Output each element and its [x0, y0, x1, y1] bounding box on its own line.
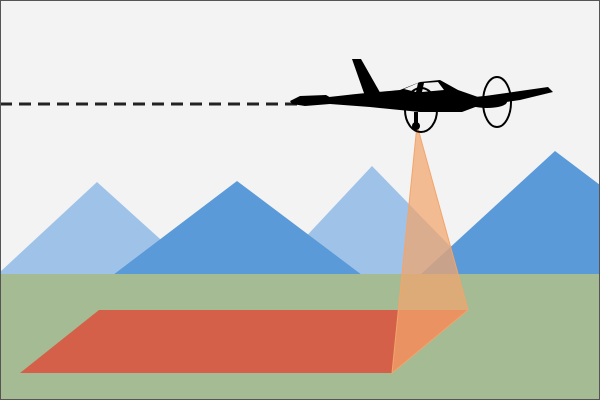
mountain-range: [0, 151, 600, 275]
sensor-beam: [391, 124, 469, 375]
mountain-dark-left: [113, 181, 362, 275]
mountain-dark-right: [420, 151, 600, 275]
twin-engine-aircraft-icon: [290, 59, 553, 133]
scanned-area: [20, 310, 468, 373]
